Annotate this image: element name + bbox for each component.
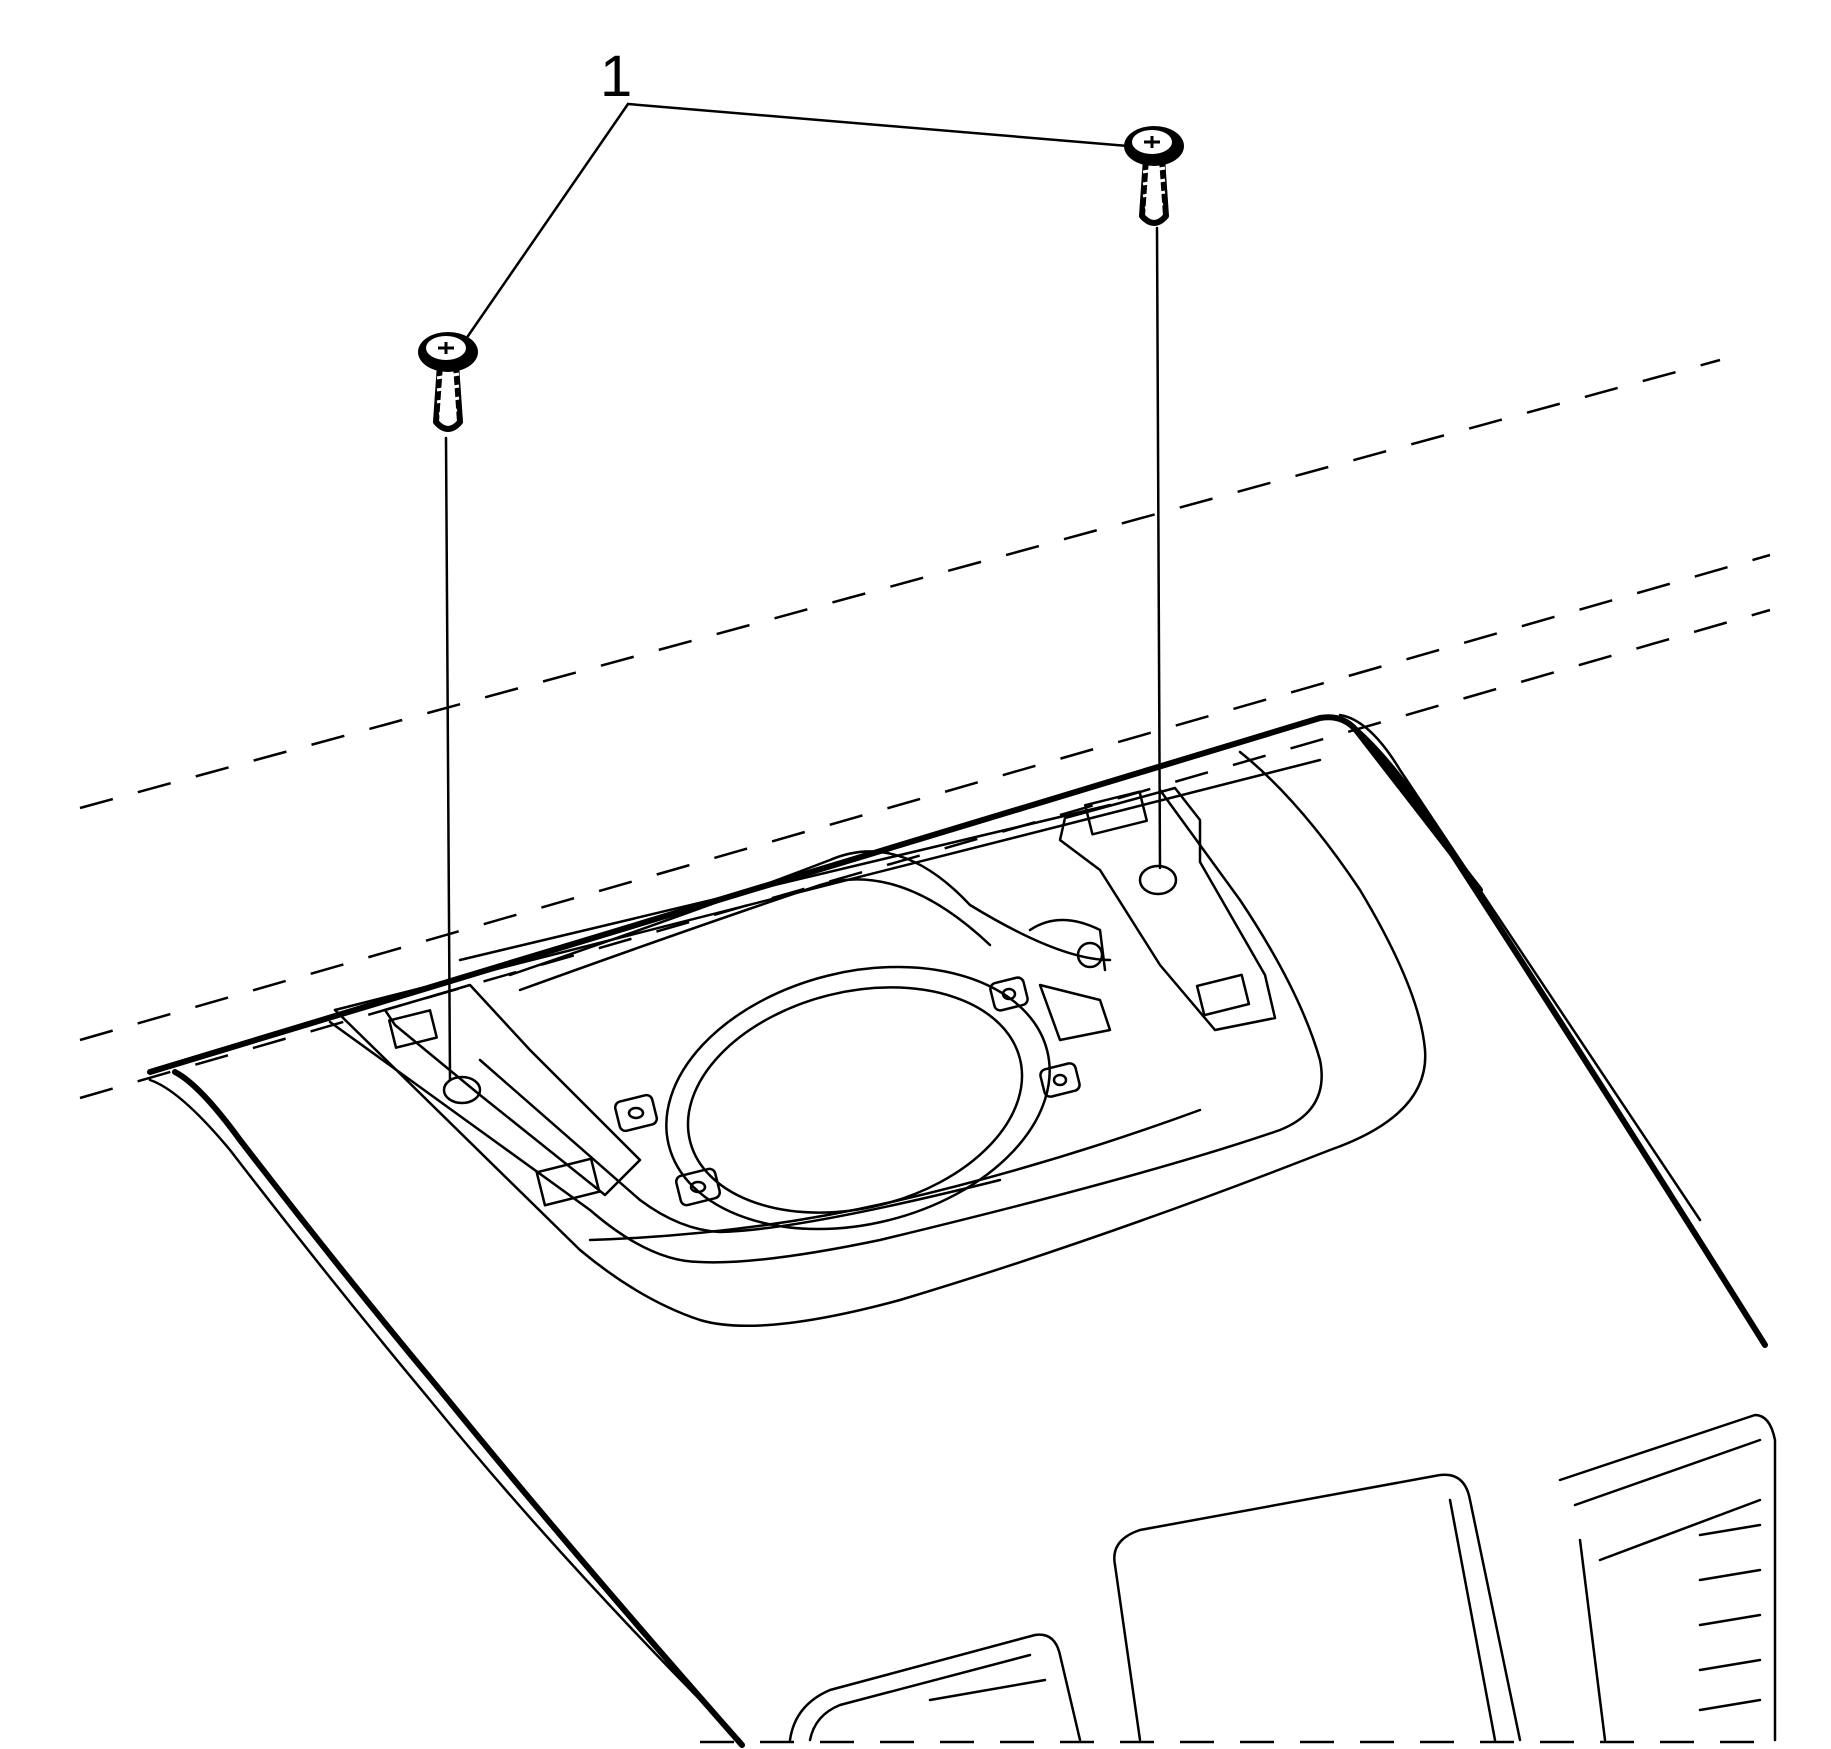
callout-label-1: 1 [600,44,632,109]
mounting-bracket-right [1058,786,1277,1032]
console-trim-bezel [328,750,1427,1328]
callout-leader-lines [466,102,1130,338]
screw-left [418,332,478,432]
console-clip-nuts [613,976,1081,1207]
screw-hole-left [442,1075,482,1105]
dashboard-center-display [1113,1473,1522,1742]
mounting-bracket-left [383,983,642,1207]
screw-alignment-lines [444,226,1162,1082]
screw-hole-right [1138,864,1178,896]
roof-edge-dashed-lines [79,358,1771,1100]
screw-right [1124,126,1184,226]
headliner-panel [147,713,1768,1748]
console-cavity [458,803,1202,1242]
dashboard-vent-center [788,1633,1082,1742]
dashboard-vent-right [1558,1413,1777,1742]
